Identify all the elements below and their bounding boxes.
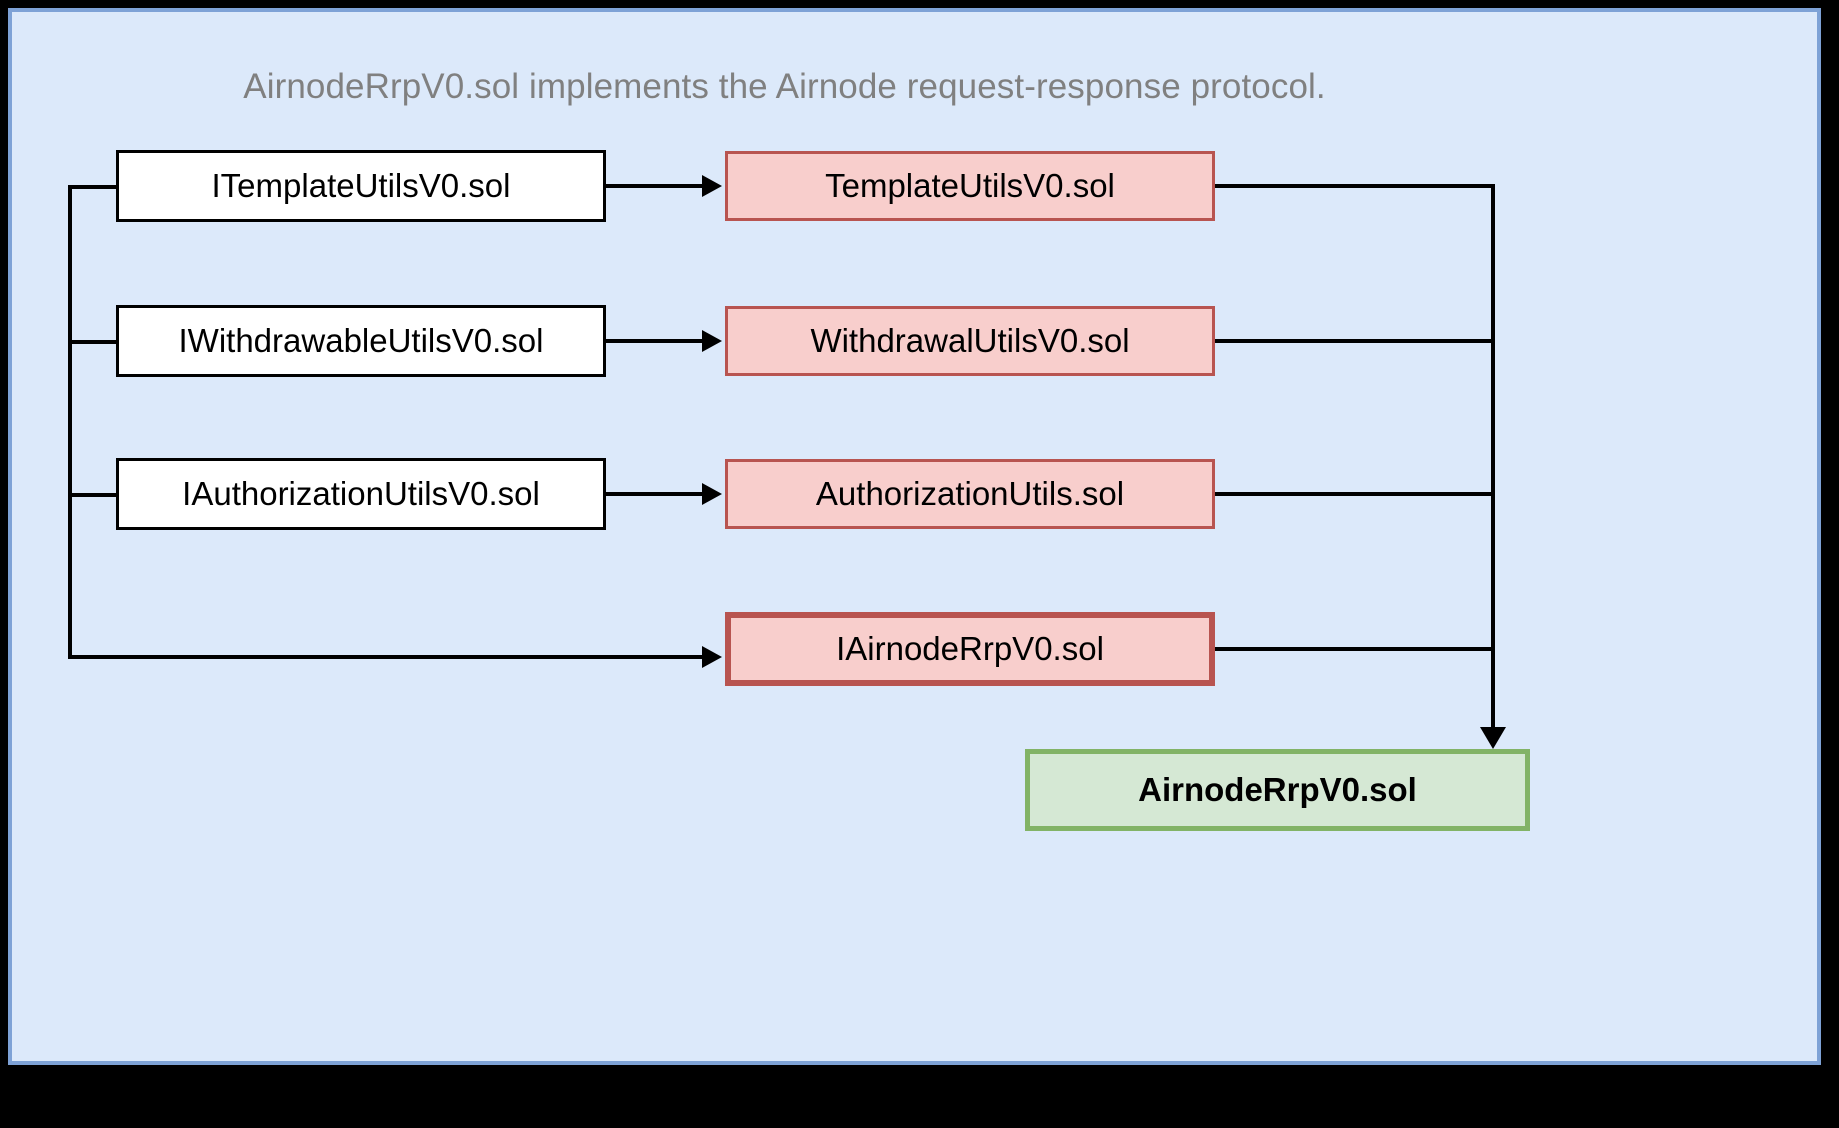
node-withdrawalutils[interactable]: WithdrawalUtilsV0.sol (725, 306, 1215, 376)
arrowhead-to-iairnoderrp (702, 646, 722, 668)
node-authorizationutils[interactable]: AuthorizationUtils.sol (725, 459, 1215, 529)
interface-bus-stub-3 (68, 493, 116, 497)
diagram-canvas: AirnodeRrpV0.sol implements the Airnode … (8, 8, 1821, 1065)
arrowhead-airnoderrp (1480, 727, 1506, 749)
node-itemplateutils[interactable]: ITemplateUtilsV0.sol (116, 150, 606, 222)
interface-bus-stub-1 (68, 185, 116, 189)
edge-iairnoderrp-to-bus (1215, 647, 1495, 651)
diagram-title: AirnodeRrpV0.sol implements the Airnode … (243, 67, 1326, 106)
node-label: AirnodeRrpV0.sol (1138, 771, 1417, 808)
node-label: AuthorizationUtils.sol (815, 475, 1125, 512)
node-templateutils[interactable]: TemplateUtilsV0.sol (725, 151, 1215, 221)
node-iauthorizationutils[interactable]: IAuthorizationUtilsV0.sol (116, 458, 606, 530)
collector-bus-trunk (1491, 184, 1495, 731)
edge-iauthorizationutils-to-authorizationutils (606, 492, 708, 496)
node-iairnoderrp[interactable]: IAirnodeRrpV0.sol (725, 612, 1215, 686)
node-label: ITemplateUtilsV0.sol (211, 167, 511, 204)
node-label: IAirnodeRrpV0.sol (836, 630, 1104, 667)
edge-withdrawalutils-to-bus (1215, 339, 1495, 343)
arrowhead-templateutils (702, 175, 722, 197)
node-airnoderrp[interactable]: AirnodeRrpV0.sol (1025, 749, 1530, 831)
interface-bus-trunk (68, 185, 72, 659)
edge-itemplateutils-to-templateutils (606, 184, 708, 188)
node-label: TemplateUtilsV0.sol (825, 167, 1115, 204)
arrowhead-authorizationutils (702, 483, 722, 505)
node-label: IWithdrawableUtilsV0.sol (178, 322, 544, 359)
edge-templateutils-to-bus (1215, 184, 1495, 188)
node-label: WithdrawalUtilsV0.sol (810, 322, 1130, 359)
interface-bus-to-iairnoderrp (68, 655, 708, 659)
edge-iwithdrawableutils-to-withdrawalutils (606, 339, 708, 343)
node-iwithdrawableutils[interactable]: IWithdrawableUtilsV0.sol (116, 305, 606, 377)
arrowhead-withdrawalutils (702, 330, 722, 352)
edge-authorizationutils-to-bus (1215, 492, 1495, 496)
interface-bus-stub-2 (68, 340, 116, 344)
node-label: IAuthorizationUtilsV0.sol (182, 475, 540, 512)
